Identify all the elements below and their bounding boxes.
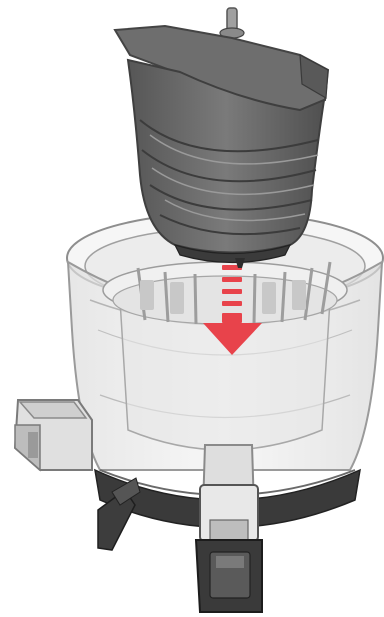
pulp-outlet	[196, 445, 262, 612]
juice-spout	[15, 400, 92, 470]
